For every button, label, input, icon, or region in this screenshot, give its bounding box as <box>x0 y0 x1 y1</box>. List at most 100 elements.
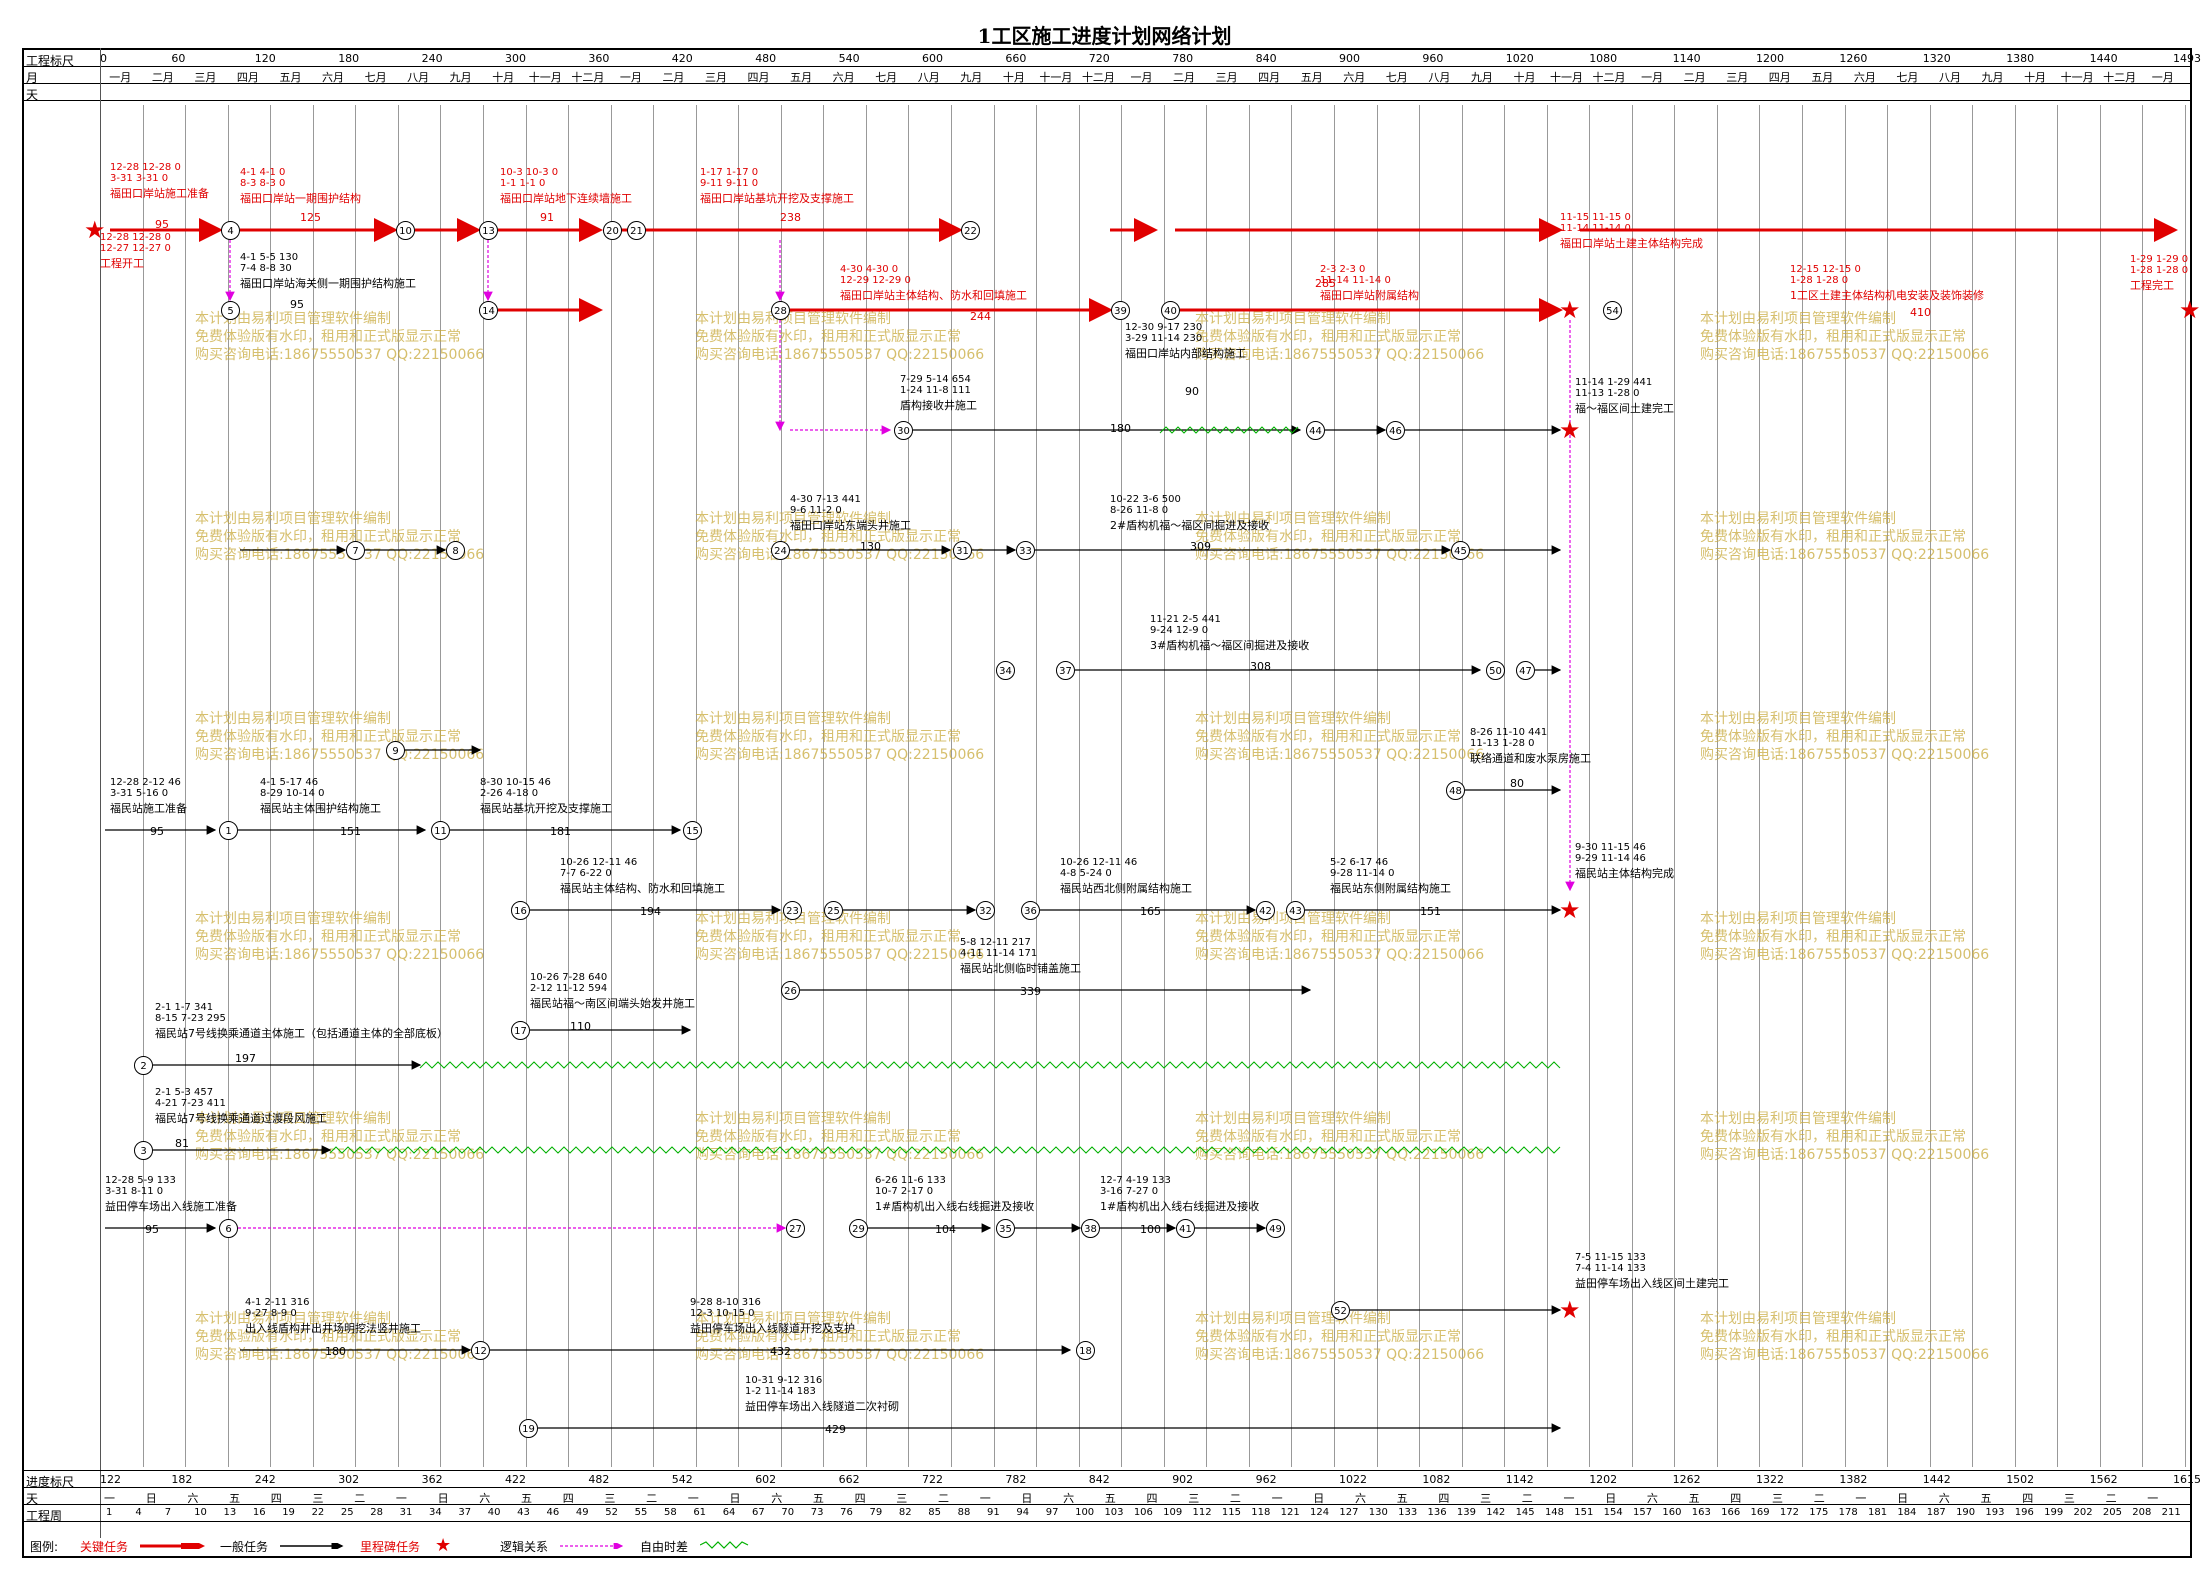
task-dates: 9-30 11-15 46 9-29 11-14 46 <box>1575 842 1646 864</box>
progress-tick: 1562 <box>2089 1473 2118 1486</box>
week-cell: 163 <box>1691 1507 1711 1518</box>
event-node: 33 <box>1016 541 1035 560</box>
month-gridline <box>482 105 484 1467</box>
weekday-cell: 一 <box>1855 1492 1867 1505</box>
month-label: 九月 <box>1981 71 2004 84</box>
event-node: 45 <box>1451 541 1470 560</box>
week-cell: 211 <box>2161 1507 2181 1518</box>
event-node: 26 <box>781 981 800 1000</box>
legend-float: 自由时差 <box>640 1540 689 1554</box>
week-cell: 118 <box>1251 1507 1271 1518</box>
month-label: 六月 <box>322 71 345 84</box>
week-cell: 94 <box>1016 1507 1030 1518</box>
footer-divider <box>24 1470 2190 1471</box>
month-gridline <box>270 105 272 1467</box>
month-gridline <box>823 105 825 1467</box>
task-duration: 244 <box>970 310 991 323</box>
month-gridline <box>993 105 995 1467</box>
week-cell: 76 <box>840 1507 853 1518</box>
task-dates: 7-5 11-15 133 7-4 11-14 133 <box>1575 1252 1646 1274</box>
month-label: 六月 <box>832 71 855 84</box>
task-label: 福民站主体结构完成 <box>1575 867 1674 880</box>
scale-tick: 600 <box>922 52 943 65</box>
progress-tick: 542 <box>671 1473 693 1486</box>
weekday-cell: 日 <box>1021 1492 1033 1505</box>
month-gridline <box>865 105 867 1467</box>
week-cell: 97 <box>1045 1507 1059 1518</box>
event-node: 44 <box>1306 421 1325 440</box>
task-dates: 4-1 2-11 316 9-27 8-9 0 <box>245 1297 310 1319</box>
month-gridline <box>312 105 314 1467</box>
scale-tick: 360 <box>588 52 610 65</box>
month-label: 十二月 <box>1081 71 1115 84</box>
milestone-star-icon: ★ <box>1559 296 1581 324</box>
week-cell: 70 <box>781 1507 795 1518</box>
progress-tick: 722 <box>922 1473 943 1486</box>
month-label: 五月 <box>279 71 302 84</box>
scale-tick: 540 <box>838 52 860 65</box>
scale-tick: 840 <box>1255 52 1277 65</box>
task-label: 福～福区间土建完工 <box>1575 402 1674 415</box>
month-gridline <box>1631 105 1633 1467</box>
event-node: 36 <box>1021 901 1040 920</box>
weekday-cell: 三 <box>312 1492 324 1505</box>
month-gridline <box>2057 105 2059 1467</box>
task-label: 福民站东侧附属结构施工 <box>1330 882 1451 895</box>
task-duration: 110 <box>570 1020 591 1033</box>
scale-tick: 60 <box>171 52 186 65</box>
month-label: 九月 <box>449 71 472 84</box>
week-cell: 169 <box>1750 1507 1770 1518</box>
weekday-cell: 六 <box>1063 1492 1075 1505</box>
weekday-cell: 五 <box>1396 1492 1408 1505</box>
week-cell: 61 <box>693 1507 707 1518</box>
month-label: 九月 <box>960 71 983 84</box>
event-node: 48 <box>1446 781 1465 800</box>
month-gridline <box>142 105 144 1467</box>
legend-critical-line <box>140 1543 205 1549</box>
month-gridline <box>1291 105 1293 1467</box>
month-gridline <box>525 105 527 1467</box>
month-label: 八月 <box>1428 71 1451 84</box>
task-duration: 81 <box>175 1137 189 1150</box>
task-dates: 10-26 7-28 640 2-12 11-12 594 <box>530 972 608 994</box>
weekday-cell: 日 <box>145 1492 157 1505</box>
week-cell: 52 <box>605 1507 618 1518</box>
month-label: 一月 <box>1130 71 1153 84</box>
week-cell: 49 <box>575 1507 589 1518</box>
task-label: 1工区土建主体结构机电安装及装饰装修 <box>1790 289 1984 302</box>
month-gridline <box>908 105 910 1467</box>
month-gridline <box>1844 105 1846 1467</box>
week-cell: 157 <box>1633 1507 1653 1518</box>
weekday-cell: 四 <box>1730 1492 1742 1505</box>
month-label: 七月 <box>1896 71 1919 84</box>
week-cell: 181 <box>1867 1507 1888 1518</box>
task-duration: 95 <box>290 298 304 311</box>
task-label: 福田口岸站施工准备 <box>110 187 209 200</box>
progress-tick: 662 <box>838 1473 860 1486</box>
week-cell: 28 <box>370 1507 384 1518</box>
event-node: 34 <box>996 661 1015 680</box>
weekday-cell: 三 <box>1480 1492 1492 1505</box>
month-gridline <box>1121 105 1123 1467</box>
month-label: 四月 <box>1768 71 1791 84</box>
event-node: 12 <box>471 1341 490 1360</box>
legend-milestone: 里程碑任务 <box>360 1540 421 1554</box>
weekday-cell: 三 <box>896 1492 908 1505</box>
task-dates: 6-26 11-6 133 10-7 2-17 0 <box>875 1175 946 1197</box>
event-node: 52 <box>1331 1301 1350 1320</box>
progress-tick: 482 <box>588 1473 610 1486</box>
float-line <box>329 1146 1561 1154</box>
task-duration: 238 <box>780 211 801 224</box>
task-dates: 1-29 1-29 0 1-28 1-28 0 <box>2130 254 2189 276</box>
legend-logic-line <box>560 1543 624 1549</box>
month-gridline <box>1802 105 1804 1467</box>
weekday-cell: 一 <box>395 1492 407 1505</box>
month-label: 七月 <box>364 71 387 84</box>
week-cell: 166 <box>1721 1507 1741 1518</box>
task-duration: 432 <box>770 1345 791 1358</box>
month-gridline <box>1163 105 1165 1467</box>
weekday-cell: 四 <box>562 1492 574 1505</box>
weekday-cell: 五 <box>812 1492 824 1505</box>
milestone-star-icon: ★ <box>435 1535 452 1556</box>
month-label: 十月 <box>1513 71 1536 84</box>
